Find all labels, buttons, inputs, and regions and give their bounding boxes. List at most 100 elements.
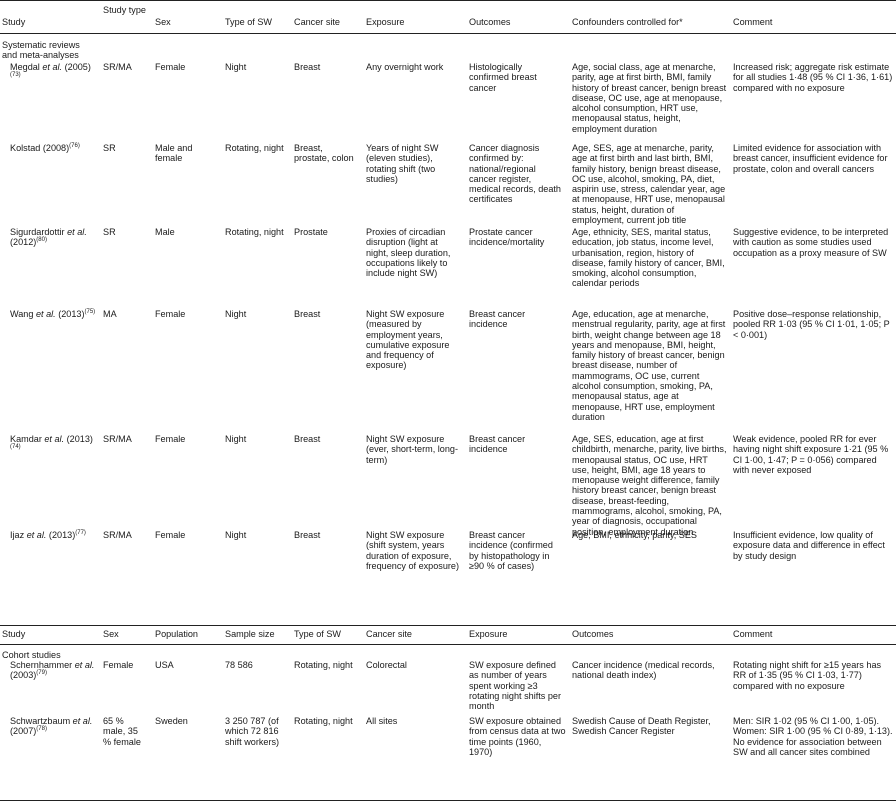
cell-confounders: Age, SES, age at menarche, parity, age a… bbox=[572, 143, 726, 226]
study-author: Megdal bbox=[10, 62, 43, 72]
cell-type-of-sw: Night bbox=[225, 434, 247, 444]
cell-study-type: SR/MA bbox=[103, 62, 132, 72]
study-et-al: et al. bbox=[35, 309, 56, 319]
cell-study-type: SR bbox=[103, 143, 116, 153]
section-title-reviews: Systematic reviews and meta-analyses bbox=[2, 40, 80, 61]
cell-cancer-site: Breast bbox=[294, 434, 321, 444]
cell-exposure: Night SW exposure (shift system, years d… bbox=[366, 530, 460, 571]
study-year: (2005) bbox=[62, 62, 91, 72]
study-author: Ijaz bbox=[10, 530, 27, 540]
study-et-al: et al. bbox=[44, 434, 65, 444]
cell-study-type: MA bbox=[103, 309, 117, 319]
cell-study-type: SR/MA bbox=[103, 434, 132, 444]
col-header-confounders: Confounders controlled for* bbox=[572, 17, 683, 27]
cell-outcomes: Breast cancer incidence (confirmed by hi… bbox=[469, 530, 553, 571]
cell-outcomes: Histologically confirmed breast cancer bbox=[469, 62, 537, 93]
study-et-al: et al. bbox=[72, 716, 93, 726]
cell-study-type: SR bbox=[103, 227, 116, 237]
section-rule bbox=[0, 625, 896, 626]
col2-header-sex: Sex bbox=[103, 629, 119, 639]
cell-type-of-sw: Night bbox=[225, 530, 247, 540]
header-rule-2 bbox=[0, 644, 896, 645]
study-reference: (76) bbox=[69, 142, 80, 149]
study-author: Kolstad (2008) bbox=[10, 143, 70, 153]
cell-study: Kamdar et al. (2013)(74) bbox=[2, 434, 96, 455]
study-author: Schwartzbaum bbox=[10, 716, 73, 726]
study-et-al: et al. bbox=[67, 227, 87, 237]
cell-outcomes: Cancer incidence (medical records, natio… bbox=[572, 660, 715, 681]
study-author: Wang bbox=[10, 309, 36, 319]
cell-outcomes: Breast cancer incidence bbox=[469, 434, 526, 455]
cell-sex: Female bbox=[155, 434, 186, 444]
cell-outcomes: Prostate cancer incidence/mortality bbox=[469, 227, 545, 248]
study-year: (2007) bbox=[10, 726, 37, 737]
cell-cancer-site: Prostate bbox=[294, 227, 328, 237]
cell-cancer-site: Breast bbox=[294, 62, 321, 72]
cell-sample-size: 78 586 bbox=[225, 660, 253, 670]
cell-confounders: Age, BMI, ethnicity, parity, SES bbox=[572, 530, 698, 540]
cell-cancer-site: Breast bbox=[294, 309, 321, 319]
cell-exposure: Years of night SW (eleven studies), rota… bbox=[366, 143, 439, 184]
cell-type-of-sw: Rotating, night bbox=[294, 716, 353, 726]
cell-study: Schwartzbaum et al. (2007)(78) bbox=[2, 716, 96, 737]
col2-header-cancer-site: Cancer site bbox=[366, 629, 412, 639]
cell-exposure: SW exposure obtained from census data at… bbox=[469, 716, 566, 757]
col-header-cancer-site: Cancer site bbox=[294, 17, 340, 27]
col2-header-type-of-sw: Type of SW bbox=[294, 629, 342, 639]
bottom-rule bbox=[0, 800, 896, 801]
section-title-cohort: Cohort studies bbox=[2, 650, 61, 660]
cell-comment: Rotating night shift for ≥15 years has R… bbox=[733, 660, 882, 691]
study-et-al: et al. bbox=[26, 530, 47, 540]
col2-header-outcomes: Outcomes bbox=[572, 629, 614, 639]
study-year: (2012) bbox=[10, 237, 37, 248]
cell-study-type: SR/MA bbox=[103, 530, 132, 540]
study-author: Schernhammer bbox=[10, 660, 75, 670]
col2-header-sample-size: Sample size bbox=[225, 629, 275, 639]
cell-outcomes: Cancer diagnosis confirmed by: national/… bbox=[469, 143, 561, 205]
cell-outcomes: Swedish Cause of Death Register, Swedish… bbox=[572, 716, 711, 737]
cell-comment: Positive dose–response relationship, poo… bbox=[733, 309, 890, 340]
cell-sex: Female bbox=[103, 660, 134, 670]
study-year: (2013) bbox=[55, 309, 85, 319]
col-header-type-of-sw: Type of SW bbox=[225, 17, 273, 27]
cell-sex: Female bbox=[155, 530, 186, 540]
col2-header-population: Population bbox=[155, 629, 198, 639]
study-et-al: et al. bbox=[74, 660, 95, 670]
study-reference: (78) bbox=[36, 726, 47, 733]
cell-study: Sigurdardottir et al. (2012)(80) bbox=[2, 227, 96, 248]
cell-confounders: Age, social class, age at menarche, pari… bbox=[572, 62, 727, 134]
study-year: (2013) bbox=[64, 434, 93, 444]
cell-cancer-site: Colorectal bbox=[366, 660, 407, 670]
col-header-outcomes: Outcomes bbox=[469, 17, 511, 27]
cell-type-of-sw: Night bbox=[225, 62, 247, 72]
cell-cancer-site: Breast, prostate, colon bbox=[294, 143, 354, 164]
cell-exposure: Night SW exposure (ever, short-term, lon… bbox=[366, 434, 458, 465]
study-et-al: et al. bbox=[42, 62, 63, 72]
cell-confounders: Age, SES, education, age at first childb… bbox=[572, 434, 727, 537]
cell-exposure: SW exposure defined as number of years s… bbox=[469, 660, 561, 712]
col2-header-study: Study bbox=[2, 629, 26, 639]
cell-study: Wang et al. (2013)(75) bbox=[2, 309, 96, 319]
study-year: (2003) bbox=[10, 670, 37, 681]
cell-type-of-sw: Rotating, night bbox=[225, 227, 284, 237]
cell-study: Ijaz et al. (2013)(77) bbox=[2, 530, 96, 540]
cell-type-of-sw: Rotating, night bbox=[294, 660, 353, 670]
col2-header-exposure: Exposure bbox=[469, 629, 508, 639]
top-rule bbox=[0, 0, 896, 1]
cell-exposure: Any overnight work bbox=[366, 62, 444, 72]
cell-comment: Increased risk; aggregate risk estimate … bbox=[733, 62, 893, 93]
cell-cancer-site: Breast bbox=[294, 530, 321, 540]
col2-header-comment: Comment bbox=[733, 629, 773, 639]
cell-outcomes: Breast cancer incidence bbox=[469, 309, 526, 330]
cell-sex: Male and female bbox=[155, 143, 193, 164]
cell-comment: Suggestive evidence, to be interpreted w… bbox=[733, 227, 889, 258]
study-year: (2013) bbox=[46, 530, 76, 540]
study-reference: (77) bbox=[75, 529, 86, 536]
study-author: Kamdar bbox=[10, 434, 45, 444]
cell-exposure: Proxies of circadian disruption (light a… bbox=[366, 227, 451, 279]
cell-cancer-site: All sites bbox=[366, 716, 398, 726]
col-header-sex: Sex bbox=[155, 17, 171, 27]
cell-population: Sweden bbox=[155, 716, 188, 726]
cell-confounders: Age, education, age at menarche, menstru… bbox=[572, 309, 726, 422]
